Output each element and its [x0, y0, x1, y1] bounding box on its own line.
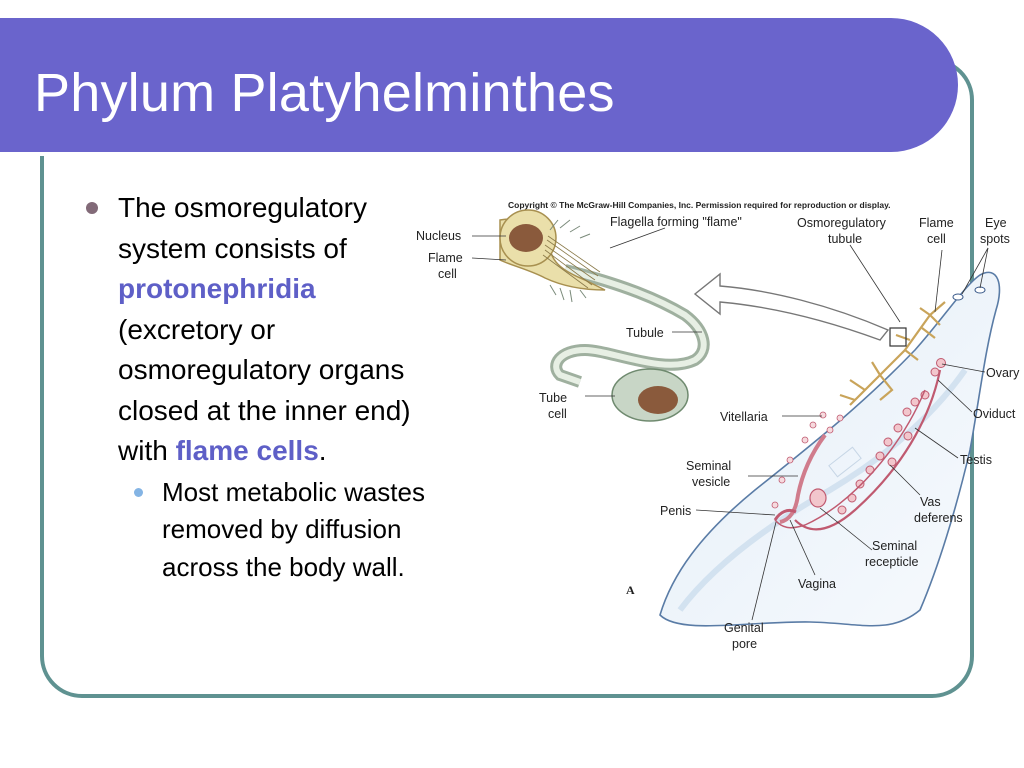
term-protonephridia: protonephridia — [118, 273, 316, 304]
term-flame-cells: flame cells — [175, 435, 319, 466]
label-eye-spots: Eye — [985, 216, 1007, 230]
title-underline — [0, 152, 910, 156]
body-text: The osmoregulatory system consists of pr… — [86, 188, 436, 586]
tubule-lumen — [553, 267, 707, 385]
label-seminal-vesicle: vesicle — [692, 475, 730, 489]
eye-spot-icon — [952, 293, 964, 301]
label-osmoregulatory-tubule: tubule — [828, 232, 862, 246]
bullet-level1: The osmoregulatory system consists of pr… — [86, 188, 436, 472]
slide-title: Phylum Platyhelminthes — [34, 63, 615, 123]
figure-letter: A — [626, 583, 635, 597]
vas-deferens — [774, 389, 926, 529]
label-testis: Testis — [960, 453, 992, 467]
label-tubule: Tubule — [626, 326, 664, 340]
body-shading — [677, 368, 968, 612]
label-flame-cell-right: cell — [927, 232, 946, 246]
label-vagina: Vagina — [798, 577, 836, 591]
label-seminal-recepticle: recepticle — [865, 555, 919, 569]
magnified-region-box — [889, 327, 907, 347]
label-genital-pore: Genital — [724, 621, 764, 635]
bullet-level2: Most metabolic wastes removed by diffusi… — [130, 474, 436, 587]
label-vitellaria: Vitellaria — [720, 410, 768, 424]
flagella-flame — [542, 235, 601, 289]
label-tube-cell: cell — [548, 407, 567, 421]
planarian-diagram: Copyright © The McGraw-Hill Companies, I… — [416, 200, 1020, 651]
bullet1-text-part2: (excretory or osmoregulatory organs clos… — [118, 313, 411, 467]
bullet2-text: Most metabolic wastes removed by diffusi… — [162, 476, 425, 582]
label-ovary: Ovary — [986, 366, 1020, 380]
label-nucleus: Nucleus — [416, 229, 461, 243]
label-vas-deferens: deferens — [914, 511, 963, 525]
label-vas-deferens: Vas — [920, 495, 941, 509]
nucleus — [509, 224, 543, 252]
seminal-vesicle — [779, 433, 827, 524]
oviduct — [794, 369, 942, 531]
label-seminal-vesicle: Seminal — [686, 459, 731, 473]
bullet1-text-part3: . — [318, 435, 327, 466]
label-eye-spots: spots — [980, 232, 1010, 246]
title-bar: Phylum Platyhelminthes — [0, 18, 958, 156]
copyright-notice: Copyright © The McGraw-Hill Companies, I… — [508, 200, 891, 210]
label-osmoregulatory-tubule: Osmoregulatory — [797, 216, 887, 230]
sub-bullet-dot — [134, 487, 143, 497]
label-penis: Penis — [660, 504, 691, 518]
bullet1-text-part1: The osmoregulatory system consists of — [118, 192, 368, 264]
label-flame-cell-left: cell — [438, 267, 457, 281]
vitellaria — [771, 411, 844, 509]
label-flame-cell-left: Flame — [428, 251, 463, 265]
seminal-recepticle — [809, 488, 827, 508]
bullet-dot — [86, 202, 98, 214]
magnification-arrow — [693, 272, 890, 341]
penis-organ — [773, 508, 797, 521]
pharynx-outline — [828, 446, 862, 478]
label-seminal-recepticle: Seminal — [872, 539, 917, 553]
label-flame-cell-right: Flame — [919, 216, 954, 230]
label-oviduct: Oviduct — [973, 407, 1016, 421]
leader-lines — [471, 227, 989, 621]
flame-cell-projections — [549, 219, 591, 303]
tube-cell-nucleus — [638, 386, 678, 414]
label-flagella: Flagella forming "flame" — [610, 215, 742, 229]
label-tube-cell: Tube — [539, 391, 567, 405]
label-genital-pore: pore — [732, 637, 757, 651]
